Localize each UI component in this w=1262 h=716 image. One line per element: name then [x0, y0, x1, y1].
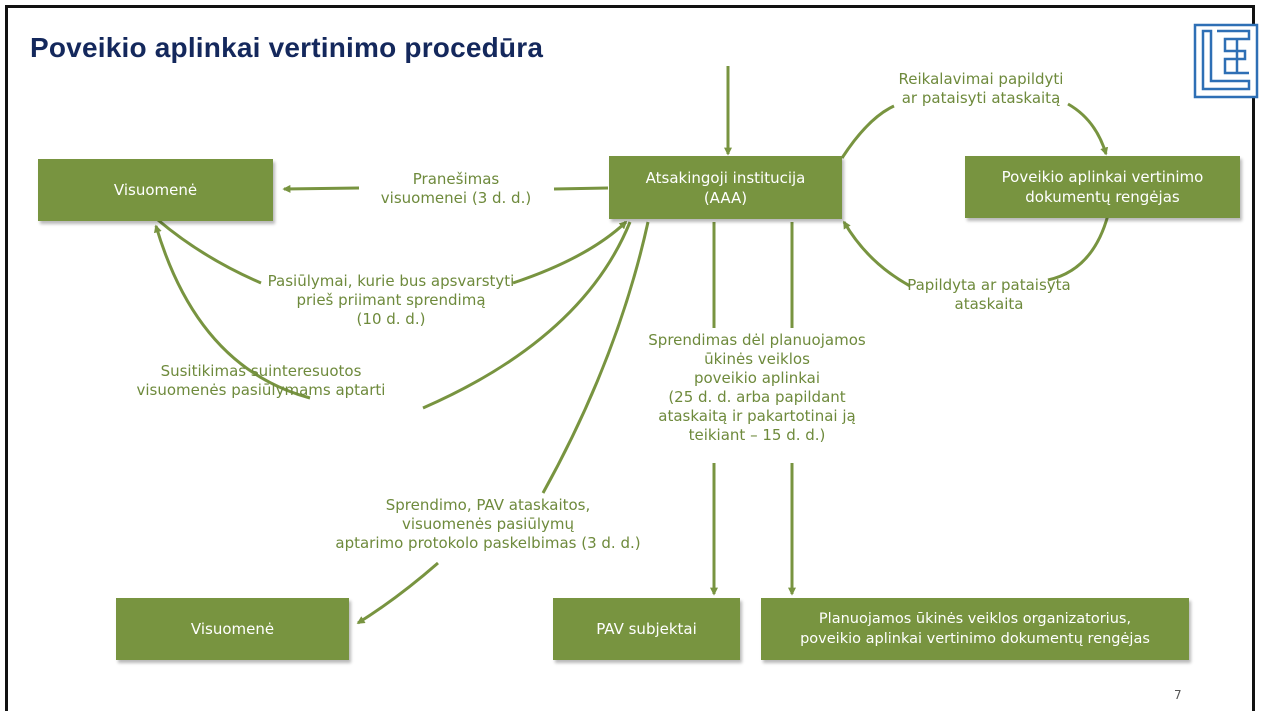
label-pasiulymai: Pasiūlymai, kurie bus apsvarstyti prieš …: [267, 272, 515, 328]
arrow-papildyta: [844, 215, 1110, 288]
arrow-reikalavimai: [840, 102, 1106, 158]
arrow-susitikimas: [156, 222, 632, 410]
arrow-pasiulymai: [157, 220, 626, 285]
label-paskelbimas: Sprendimo, PAV ataskaitos, visuomenės pa…: [335, 496, 641, 552]
label-susitikimas: Susitikimas suinteresuotos visuomenės pa…: [136, 362, 386, 399]
slide: Poveikio aplinkai vertinimo procedūra: [5, 5, 1259, 714]
node-aaa: Atsakingoji institucija (AAA): [609, 156, 842, 219]
node-pav-subjektai: PAV subjektai: [553, 598, 740, 660]
label-sprendimas: Sprendimas dėl planuojamos ūkinės veiklo…: [648, 331, 866, 444]
arrow-paskelbimas: [358, 221, 650, 623]
lei-logo: [1193, 23, 1259, 99]
node-organizatorius: Planuojamos ūkinės veiklos organizatoriu…: [761, 598, 1189, 660]
arrow-pranesimas: [284, 188, 609, 189]
connectors: [8, 66, 1258, 714]
node-visuomene-bottom: Visuomenė: [116, 598, 349, 660]
label-reikalavimai: Reikalavimai papildyti ar pataisyti atas…: [898, 70, 1064, 107]
node-visuomene-top: Visuomenė: [38, 159, 273, 221]
label-pranesimas: Pranešimas visuomenei (3 d. d.): [380, 170, 532, 207]
label-papildyta: Papildyta ar pataisyta ataskaita: [907, 276, 1071, 313]
node-rengejas: Poveikio aplinkai vertinimo dokumentų re…: [965, 156, 1240, 218]
slide-title: Poveikio aplinkai vertinimo procedūra: [30, 32, 544, 63]
page-number: 7: [1174, 688, 1182, 702]
